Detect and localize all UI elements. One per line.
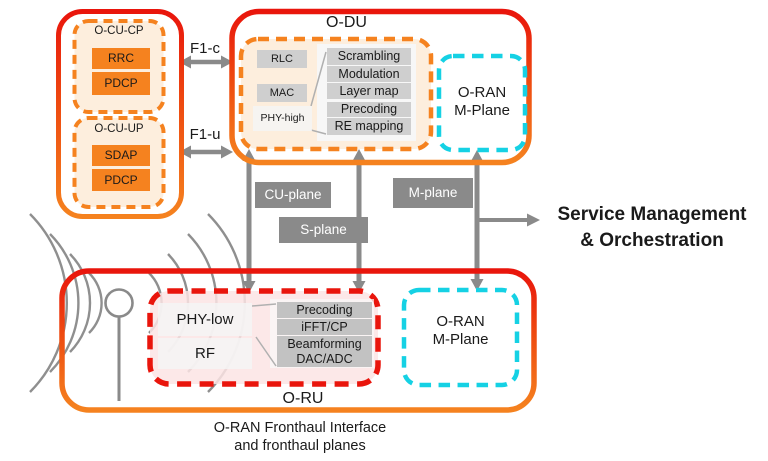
- oru-function-chip: iFFT/CP: [277, 319, 372, 335]
- odu-function-chip: Precoding: [327, 102, 411, 117]
- odu-function-chip: RE mapping: [327, 118, 411, 135]
- odu-function-chip: Layer map: [327, 83, 411, 99]
- oru-box: [59, 268, 537, 413]
- f1c-label: F1-c: [190, 40, 220, 57]
- oru-function-chip: DAC/ADC: [277, 352, 372, 367]
- oru-mplane-line1: O-RAN: [436, 313, 485, 330]
- cu-plane-label: CU-plane: [255, 182, 331, 208]
- oru-function-chip: Precoding: [277, 302, 372, 318]
- odu-box: [229, 8, 532, 166]
- leader-line: [310, 129, 327, 135]
- diagram-caption: O-RAN Fronthaul Interface and fronthaul …: [150, 419, 450, 455]
- pdcp-up-chip: PDCP: [92, 169, 150, 191]
- ocu-cp-title: O-CU-CP: [94, 25, 144, 37]
- wave-arc: [29, 213, 69, 393]
- odu-function-chip: Modulation: [327, 66, 411, 82]
- rlc-chip: RLC: [257, 50, 307, 68]
- caption-line1: O-RAN Fronthaul Interface: [213, 420, 387, 436]
- ocu-box: [56, 9, 184, 219]
- f1u-label: F1-u: [189, 126, 221, 143]
- leader-line: [255, 336, 277, 367]
- smo-line2: & Orchestration: [580, 230, 724, 251]
- f1u-arrow: [179, 145, 233, 159]
- oru-function-chip: Beamforming: [277, 336, 372, 352]
- smo-label: Service Management & Orchestration: [538, 202, 766, 254]
- wave-arc: [69, 253, 92, 353]
- odu-function-chip: Scrambling: [327, 48, 411, 65]
- rf-chip: RF: [158, 338, 252, 369]
- leader-line: [310, 51, 327, 107]
- odu-mplane-box: [436, 53, 528, 153]
- pdcp-cp-chip: PDCP: [92, 72, 150, 95]
- oru-mplane-line2: M-Plane: [432, 331, 489, 348]
- smo-line1: Service Management: [557, 204, 747, 225]
- odu-mplane-line1: O-RAN: [457, 84, 507, 101]
- phy-high-chip: PHY-high: [253, 106, 312, 131]
- rrc-chip: RRC: [92, 48, 150, 69]
- odu-title: O-DU: [326, 14, 367, 31]
- s-plane-label: S-plane: [279, 217, 368, 243]
- odu-mplane-label: O-RAN M-Plane: [439, 84, 525, 120]
- phy-low-chip: PHY-low: [158, 303, 252, 336]
- oru-mplane-box: [401, 287, 520, 388]
- wave-arc: [88, 272, 103, 334]
- m-plane-label: M-plane: [393, 178, 473, 208]
- sdap-chip: SDAP: [92, 145, 150, 166]
- odu-mplane-line2: M-Plane: [454, 102, 510, 119]
- oru-mplane-label: O-RAN M-Plane: [404, 313, 517, 349]
- leader-line: [251, 303, 277, 307]
- oru-title: O-RU: [282, 390, 324, 407]
- mac-chip: MAC: [257, 84, 307, 102]
- f1c-arrow: [179, 55, 233, 69]
- caption-line2: and fronthaul planes: [234, 438, 366, 454]
- ocu-up-title: O-CU-UP: [94, 123, 144, 135]
- smo-arrow: [477, 213, 540, 227]
- antenna-icon: [104, 288, 134, 401]
